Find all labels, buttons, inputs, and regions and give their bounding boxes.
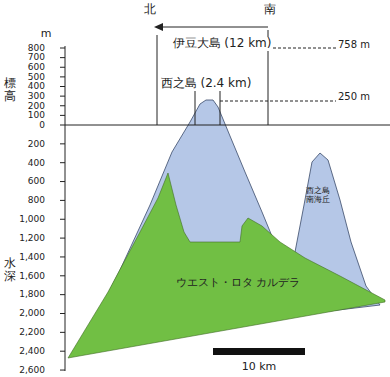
tick-label: 500 (28, 72, 45, 82)
tick-label: 1,200 (19, 233, 45, 243)
axis (65, 46, 66, 371)
width-line (220, 88, 221, 125)
caldera-label: ウエスト・ロタ カルデラ (176, 277, 301, 290)
tick-label: 400 (28, 81, 45, 91)
height-label: 250 m (338, 91, 370, 103)
tick-mark (60, 200, 65, 201)
tick-label: 2,400 (19, 346, 45, 356)
height-line (220, 101, 336, 102)
tick-mark (60, 256, 65, 257)
tick-mark (60, 275, 65, 276)
tick-label: 2,200 (19, 327, 45, 337)
tick-label: 200 (28, 101, 45, 111)
direction-label: 南 (264, 3, 276, 17)
unit-label: m (41, 28, 52, 41)
tick-mark (60, 370, 65, 371)
tick-label: 1,800 (19, 289, 45, 299)
tick-mark (60, 332, 65, 333)
tick-label: 700 (28, 52, 45, 62)
tick-label: 1,400 (19, 252, 45, 262)
tick-mark (60, 76, 65, 77)
arrow-head (154, 23, 163, 31)
tick-label: 800 (28, 195, 45, 205)
tick-label: 100 (28, 110, 45, 120)
tick-label: 1,600 (19, 271, 45, 281)
tick-label: 800 (28, 43, 45, 53)
tick-label: 1,000 (19, 214, 45, 224)
tick-mark (60, 238, 65, 239)
tick-label: 600 (28, 176, 45, 186)
tick-mark (60, 96, 65, 97)
height-label: 758 m (338, 39, 370, 51)
axis-title: 水深 (4, 257, 16, 283)
tick-label: 300 (28, 91, 45, 101)
caldera-body (68, 173, 385, 358)
seamount-label: 西之島南海丘 (305, 186, 331, 204)
direction-label: 北 (144, 3, 156, 17)
tick-label: 200 (28, 139, 45, 149)
direction-arrow (160, 27, 268, 28)
tick-mark (60, 86, 65, 87)
tick-mark (60, 105, 65, 106)
sea-level (65, 125, 390, 126)
tick-mark (60, 115, 65, 116)
tick-label: 2,600 (19, 365, 45, 375)
tick-label: 2,000 (19, 308, 45, 318)
tick-mark (60, 48, 65, 49)
island-label: 西之島 (2.4 km) (159, 77, 254, 91)
tick-mark (60, 143, 65, 144)
tick-mark (60, 162, 65, 163)
scale-bar (213, 348, 305, 355)
width-line (157, 35, 158, 125)
scale-label: 10 km (242, 361, 277, 374)
tick-mark (60, 57, 65, 58)
width-line (195, 88, 196, 125)
height-line (268, 48, 336, 49)
tick-mark (60, 294, 65, 295)
island-label: 伊豆大島 (12 km) (171, 37, 274, 51)
axis-title: 標高 (4, 77, 16, 103)
tick-mark (60, 313, 65, 314)
tick-label: 400 (28, 158, 45, 168)
tick-label: 0 (39, 120, 45, 130)
tick-label: 600 (28, 62, 45, 72)
tick-mark (60, 351, 65, 352)
tick-mark (60, 219, 65, 220)
tick-mark (60, 67, 65, 68)
tick-mark (60, 181, 65, 182)
tick-mark (60, 125, 65, 126)
